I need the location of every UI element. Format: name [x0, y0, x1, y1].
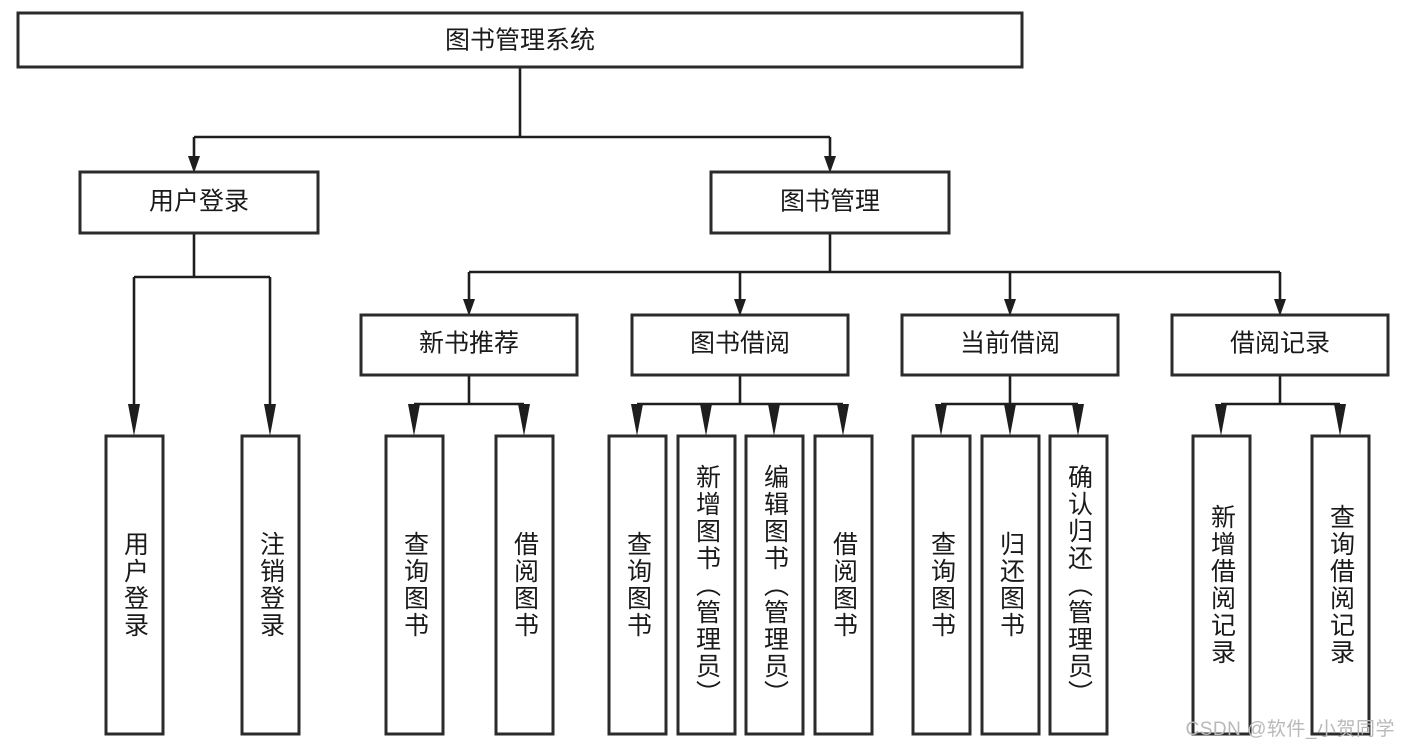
node-book-borrow[interactable]: 图书借阅 [630, 313, 850, 377]
node-root[interactable]: 图书管理系统 [16, 11, 1024, 69]
leaf-box-borrow-book-2[interactable] [813, 434, 874, 736]
leaf-box-confirm-return[interactable] [1048, 434, 1109, 736]
leaf-box-query-book-1[interactable] [384, 434, 445, 736]
leaf-box-group [104, 434, 1371, 736]
arrow-userlogin-leaf1 [128, 404, 140, 436]
leaf-box-query-book-3[interactable] [911, 434, 972, 736]
arrow-borrow-leaf4 [837, 404, 849, 436]
node-borrow-record-label: 借阅记录 [1230, 330, 1330, 358]
leaf-box-query-record[interactable] [1310, 434, 1371, 736]
leaf-box-user-login[interactable] [104, 434, 165, 736]
node-user-login-box[interactable] [78, 170, 320, 235]
node-root-label: 图书管理系统 [445, 27, 595, 55]
node-root-box[interactable] [16, 11, 1024, 69]
node-borrow-record-box[interactable] [1170, 313, 1390, 377]
watermark-text: CSDN @软件_小贺同学 [1185, 719, 1395, 740]
arrow-record-leaf1 [1215, 404, 1227, 436]
arrow-to-record [1274, 299, 1286, 316]
arrow-current-leaf1 [935, 404, 947, 436]
leaf-box-add-book[interactable] [676, 434, 737, 736]
node-book-borrow-label: 图书借阅 [690, 330, 790, 358]
node-book-management[interactable]: 图书管理 [709, 170, 951, 235]
arrow-borrow-leaf3 [768, 404, 780, 436]
leaf-box-query-book-2[interactable] [607, 434, 668, 736]
node-new-book-recommend[interactable]: 新书推荐 [359, 313, 579, 377]
arrow-borrow-leaf1 [631, 404, 643, 436]
arrow-to-current [1004, 299, 1016, 316]
node-current-borrow-label: 当前借阅 [960, 330, 1060, 358]
arrow-current-leaf2 [1004, 404, 1016, 436]
leaf-box-add-record[interactable] [1191, 434, 1252, 736]
arrowhead-group [128, 156, 1346, 436]
node-current-borrow[interactable]: 当前借阅 [900, 313, 1120, 377]
arrow-newbook-leaf2 [518, 404, 530, 436]
arrow-userlogin-leaf2 [264, 404, 276, 436]
node-borrow-record[interactable]: 借阅记录 [1170, 313, 1390, 377]
arrow-to-bookmgmt [824, 156, 836, 173]
node-book-management-box[interactable] [709, 170, 951, 235]
node-new-book-recommend-box[interactable] [359, 313, 579, 377]
arrow-to-newbook [463, 299, 475, 316]
arrow-current-leaf3 [1072, 404, 1084, 436]
arrow-to-userlogin [188, 156, 200, 173]
leaf-box-return-book[interactable] [980, 434, 1041, 736]
node-book-borrow-box[interactable] [630, 313, 850, 377]
node-user-login-label: 用户登录 [149, 188, 249, 216]
leaf-box-logout[interactable] [240, 434, 301, 736]
arrow-to-borrow [734, 299, 746, 316]
arrow-newbook-leaf1 [408, 404, 420, 436]
node-book-management-label: 图书管理 [780, 188, 880, 216]
node-user-login[interactable]: 用户登录 [78, 170, 320, 235]
node-new-book-recommend-label: 新书推荐 [419, 330, 519, 358]
leaf-box-borrow-book-1[interactable] [494, 434, 555, 736]
arrow-borrow-leaf2 [700, 404, 712, 436]
node-current-borrow-box[interactable] [900, 313, 1120, 377]
arrow-record-leaf2 [1334, 404, 1346, 436]
leaf-box-edit-book[interactable] [744, 434, 805, 736]
